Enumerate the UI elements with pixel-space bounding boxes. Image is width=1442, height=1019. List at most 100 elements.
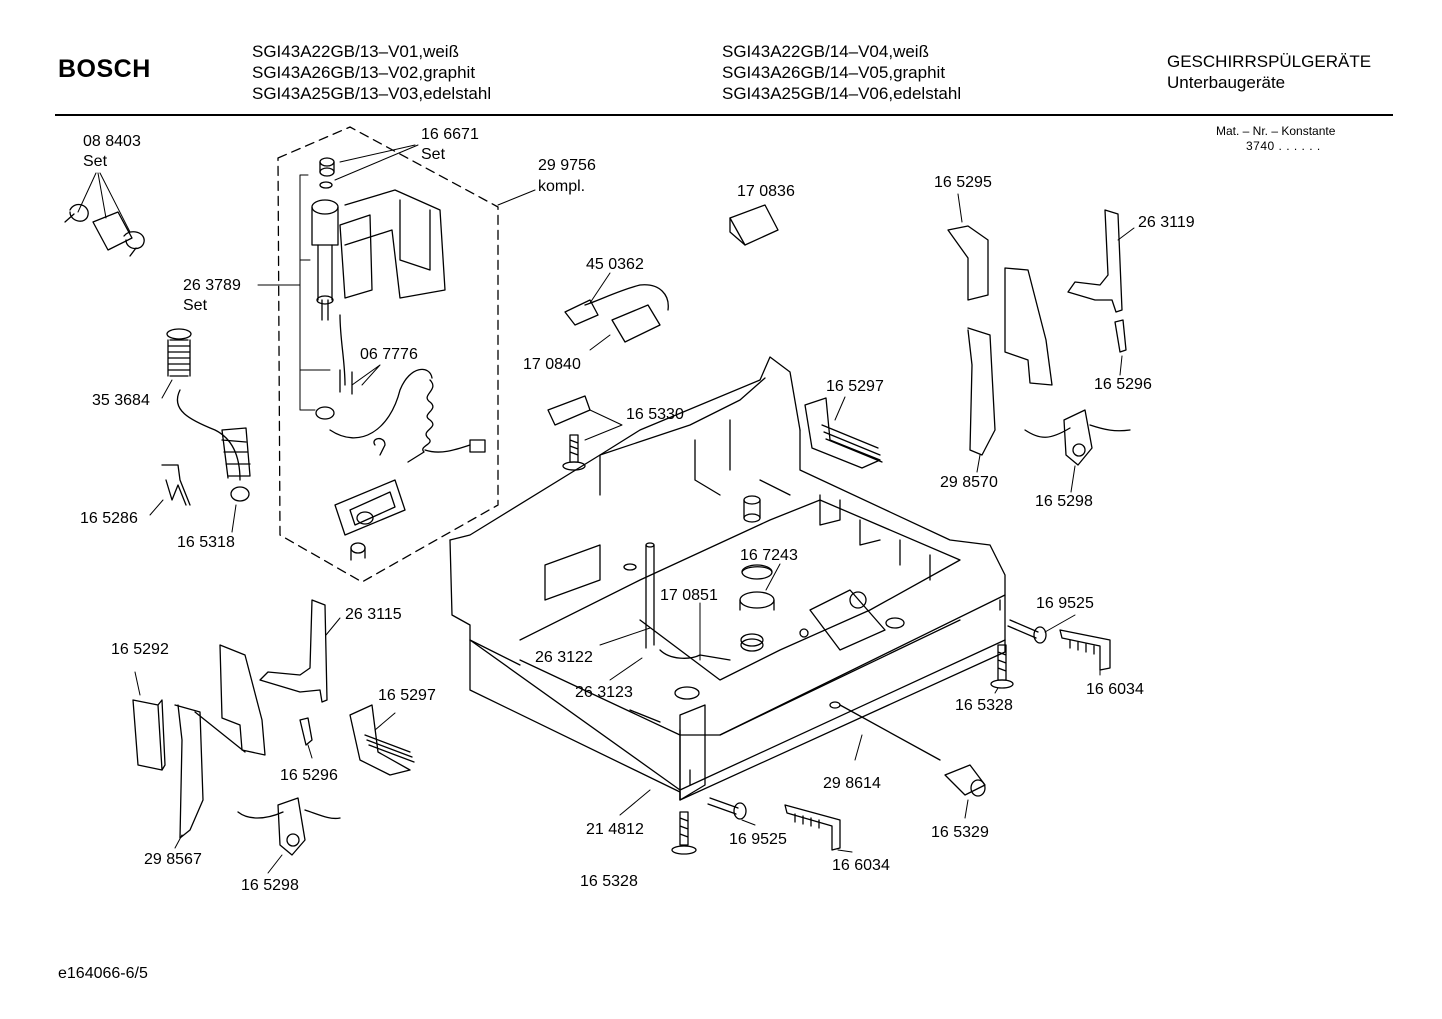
leader-line [619,789,651,816]
tub-ring [740,638,764,652]
right-foot-head [990,679,1014,689]
cover-block [947,225,989,301]
model-line: SGI43A26GB/13–V02,graphit [252,63,476,82]
part-number: 16 6671 [421,126,479,143]
leader-line [231,504,237,533]
tub-rib [859,519,931,581]
part-number: 16 5296 [280,767,338,784]
leader-line [374,712,396,731]
leader-line [149,499,164,516]
leader-line [257,174,331,411]
rope-pulley [1063,409,1093,466]
valve-wire [339,314,346,386]
tub-rib [694,419,841,526]
part-number: 26 3119 [1138,214,1195,231]
sensor-plug [564,299,599,326]
bolt-head [1033,626,1047,644]
foot-screw [569,434,579,463]
valve-coil-block [339,214,373,299]
float-ring [741,566,773,573]
part-number: 16 5329 [931,824,989,841]
part-number: 45 0362 [586,256,644,273]
front-foot-screw [679,811,689,846]
part-number: 16 9525 [1036,595,1094,612]
part-number: 29 8570 [940,474,998,491]
slide-rail-teeth [1069,639,1095,655]
bellows [167,339,191,377]
part-number: 26 3789 [183,277,241,294]
leader-line [351,364,381,386]
material-constant: Mat. – Nr. – Konstante 3740 . . . . . . [1216,124,1335,154]
leader-line [325,617,341,636]
part-number: 16 5328 [580,873,638,890]
tub-plug [885,617,905,629]
category-title: GESCHIRRSPÜLGERÄTE [1167,52,1372,71]
clip-holder [161,464,191,506]
set-boundary-dashed [277,126,499,583]
tub-pillar-top [645,542,655,548]
leader-line [1044,614,1076,633]
part-number: 16 6034 [1086,681,1144,698]
sensor-cable [584,284,669,311]
hinge-spring [804,397,881,469]
rope-pulley [277,797,306,856]
tub-cable-route [659,649,731,661]
leader-line [307,744,313,759]
part-number: 16 5295 [934,174,992,191]
sensor-plate-inner [349,491,396,526]
part-number: 16 5298 [1035,493,1093,510]
tub-corner-post [679,704,706,801]
tub-hose-hole [829,701,841,709]
tub-channel [809,589,886,651]
front-bolt-head [733,802,747,820]
cover-block [132,699,163,771]
model-line: SGI43A25GB/13–V03,edelstahl [252,84,492,103]
drain-hose-corrugated [221,427,251,479]
small-clip [1114,319,1127,353]
brand-logo: BOSCH [58,55,151,83]
part-number: 17 0836 [737,183,795,200]
hose-segment [92,211,133,251]
clip-block [729,204,779,246]
float-ring-body [739,599,775,611]
hinge-spring [349,704,411,776]
valve-foot [316,295,334,305]
leader-line [589,272,611,304]
front-bolt [707,797,739,815]
right-hinge-assembly-drawing [804,209,1131,469]
part-number: 21 4812 [586,821,644,838]
seal-ring [230,486,250,502]
leader-line [837,849,853,853]
header-divider [55,114,1393,116]
small-clip [373,437,386,456]
leader-line [994,687,999,694]
valve-body [311,206,339,246]
hinge-arm [967,327,996,456]
part-number: 29 8567 [144,851,202,868]
hinge-spring-coils [821,424,883,463]
part-number: 26 3122 [535,649,593,666]
leader-line [834,396,846,421]
hinge-bracket [259,599,328,703]
connector-pin [339,369,353,395]
leader-line [964,799,969,819]
tub-feet-detail [629,599,1001,786]
part-number: 17 0851 [660,587,718,604]
bellows-ring [166,328,192,340]
valve-cap [319,157,335,167]
cap-plug-end [970,779,986,797]
tub-left-wall [449,356,801,541]
valve-head [311,199,339,215]
leader-line [161,379,173,399]
hinge-plate [219,644,266,756]
leader-line [609,657,643,681]
small-clip [299,717,313,746]
leader-line [976,454,981,473]
constant-value: 3740 . . . . . . [1246,139,1321,153]
hose-plug [469,439,486,453]
hose-clamp [64,203,89,223]
front-foot-head [671,845,697,855]
part-number: 17 0840 [523,356,581,373]
model-list-right: SGI43A22GB/14–V04,weiß SGI43A26GB/14–V05… [722,41,961,104]
hose-cable [424,444,471,453]
